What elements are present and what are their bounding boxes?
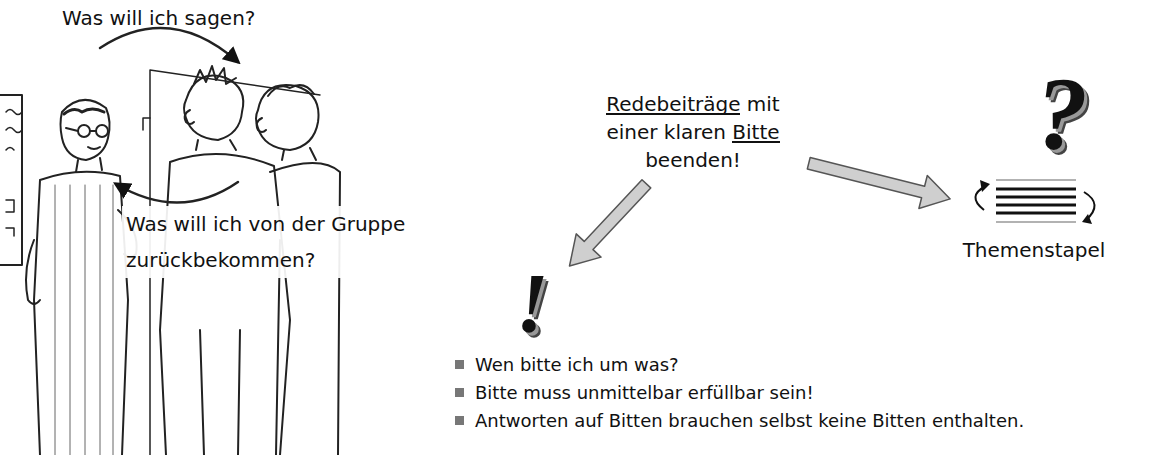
question-label: Was will ich sagen? xyxy=(62,6,255,30)
underline xyxy=(606,113,740,115)
bullet-item: Wen bitte ich um was? xyxy=(455,354,679,375)
topic-stack: Themenstapel xyxy=(958,170,1110,270)
node-text: Themenstapel xyxy=(958,238,1110,262)
question-label: Was will ich von der Gruppe zurückbekomm… xyxy=(122,206,460,278)
bullet-item: Bitte muss unmittelbar erfüllbar sein! xyxy=(455,382,814,403)
door-handle xyxy=(143,118,150,130)
curved-arrow xyxy=(116,182,238,203)
wall-board xyxy=(0,95,22,265)
block-arrow xyxy=(807,157,950,208)
exclamation-symbol: ! xyxy=(500,262,564,350)
bullet-item: Antworten auf Bitten brauchen selbst kei… xyxy=(455,410,1024,431)
question-symbol: ? xyxy=(1036,62,1088,166)
stack-icon xyxy=(958,170,1110,232)
block-arrow xyxy=(570,180,651,266)
speaker-figure xyxy=(26,100,137,455)
board-scribble xyxy=(6,110,22,151)
board-scribble xyxy=(6,200,14,236)
underline xyxy=(732,141,779,143)
curved-arrow xyxy=(100,28,238,62)
statement-text: Redebeiträge mit einer klaren Bitte been… xyxy=(585,90,801,178)
symbol-text: ! xyxy=(500,262,564,346)
node-text: Redebeiträge mit einer klaren Bitte been… xyxy=(585,90,801,174)
